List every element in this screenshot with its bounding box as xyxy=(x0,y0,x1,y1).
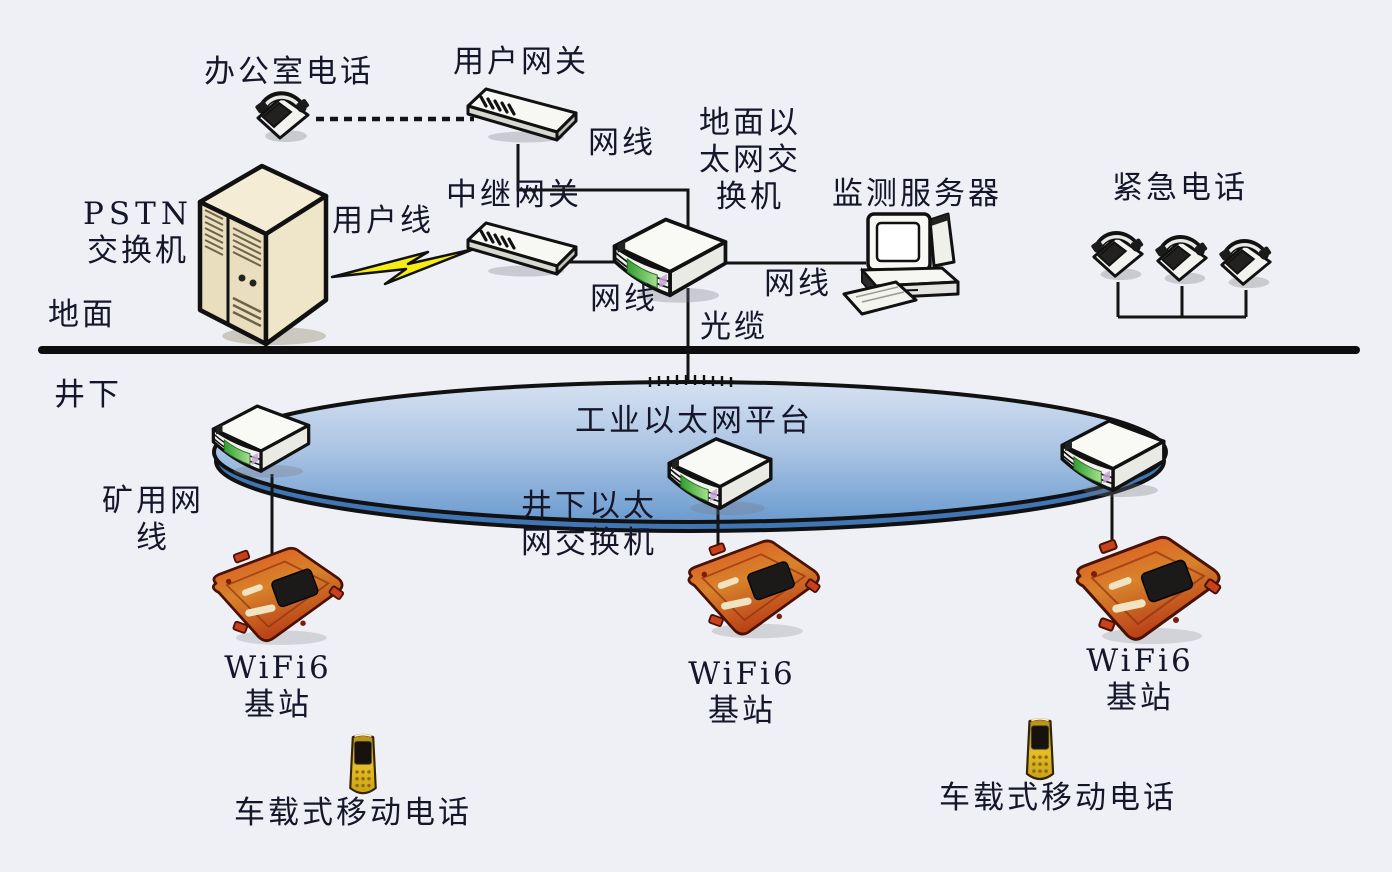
underground-label: 井下 xyxy=(54,377,122,413)
fiber-hash-marks xyxy=(648,375,733,387)
mine-cable-label: 矿用网 线 xyxy=(102,483,204,557)
emergency-phone-icon-1 xyxy=(1086,224,1150,282)
cable-label-relay: 网线 xyxy=(590,281,658,317)
cable-label-gateway: 网线 xyxy=(588,125,656,161)
platform-label: 工业以太网平台 xyxy=(575,403,813,439)
wifi6-station-label-center: WiFi6 基站 xyxy=(688,656,795,730)
mobile-phone-icon-right xyxy=(1016,716,1064,786)
underground-switch-label-line1: 井下以太 xyxy=(521,488,657,524)
office-phone-icon xyxy=(250,84,316,144)
emergency-bus xyxy=(1116,282,1248,319)
wifi6-ap-icon-right xyxy=(1056,532,1232,648)
underground-switch-icon-right xyxy=(1054,414,1172,500)
mobile-phone-icon-left xyxy=(338,732,388,800)
wifi6-label-line2: 基站 xyxy=(243,687,312,724)
pstn-switch-icon xyxy=(186,148,338,348)
subscriber-line-label: 用户线 xyxy=(332,203,434,239)
ground-label: 地面 xyxy=(48,297,116,333)
wifi6-ap-icon-left xyxy=(196,542,352,650)
wifi6-label-line1: WiFi6 xyxy=(224,650,332,686)
wifi6-ap-icon-center xyxy=(662,536,838,642)
user-gateway-icon xyxy=(460,82,582,144)
wifi6-label-line1: WiFi6 xyxy=(1086,643,1194,679)
vehicle-phone-label-left: 车载式移动电话 xyxy=(234,795,472,831)
mine-cable-label-line1: 矿用网 xyxy=(102,483,204,519)
relay-gateway-label: 中继网关 xyxy=(446,177,582,213)
emergency-phone-label: 紧急电话 xyxy=(1112,170,1248,206)
underground-switch-icon-left xyxy=(206,398,316,482)
wifi6-label-line2: 基站 xyxy=(707,693,776,730)
emergency-phone-icon-3 xyxy=(1214,232,1278,290)
mine-cable-label-line2: 线 xyxy=(136,520,170,557)
surface-switch-label-line2: 太网交 xyxy=(699,142,801,179)
surface-switch-label-line1: 地面以 xyxy=(699,105,801,141)
optical-cable-label: 光缆 xyxy=(700,309,768,345)
surface-switch-label-line3: 换机 xyxy=(716,179,784,216)
pstn-switch-label: PSTN 交换机 xyxy=(83,196,193,270)
user-gateway-cable xyxy=(516,144,690,236)
wifi6-station-label-left: WiFi6 基站 xyxy=(224,650,331,724)
underground-switch-label: 井下以太 网交换机 xyxy=(521,488,657,562)
subscriber-line-bolt xyxy=(330,247,476,286)
pstn-label-line2: 交换机 xyxy=(87,233,189,270)
wifi6-label-line1: WiFi6 xyxy=(688,656,796,692)
emergency-phone-icon-2 xyxy=(1150,228,1214,286)
surface-switch-label: 地面以 太网交 换机 xyxy=(699,105,801,217)
relay-gateway-icon xyxy=(460,216,582,278)
wifi6-station-label-right: WiFi6 基站 xyxy=(1086,643,1193,717)
monitor-server-label: 监测服务器 xyxy=(832,176,1002,212)
pstn-label-line1: PSTN xyxy=(83,196,193,232)
cable-label-server: 网线 xyxy=(764,266,832,302)
office-phone-label: 办公室电话 xyxy=(204,54,374,90)
wifi6-label-line2: 基站 xyxy=(1105,680,1174,717)
user-gateway-label: 用户网关 xyxy=(453,44,589,80)
vehicle-phone-label-right: 车载式移动电话 xyxy=(939,780,1177,816)
underground-switch-label-line2: 网交换机 xyxy=(521,525,657,562)
monitor-server-icon xyxy=(842,206,974,322)
underground-switch-icon-center xyxy=(660,432,780,518)
